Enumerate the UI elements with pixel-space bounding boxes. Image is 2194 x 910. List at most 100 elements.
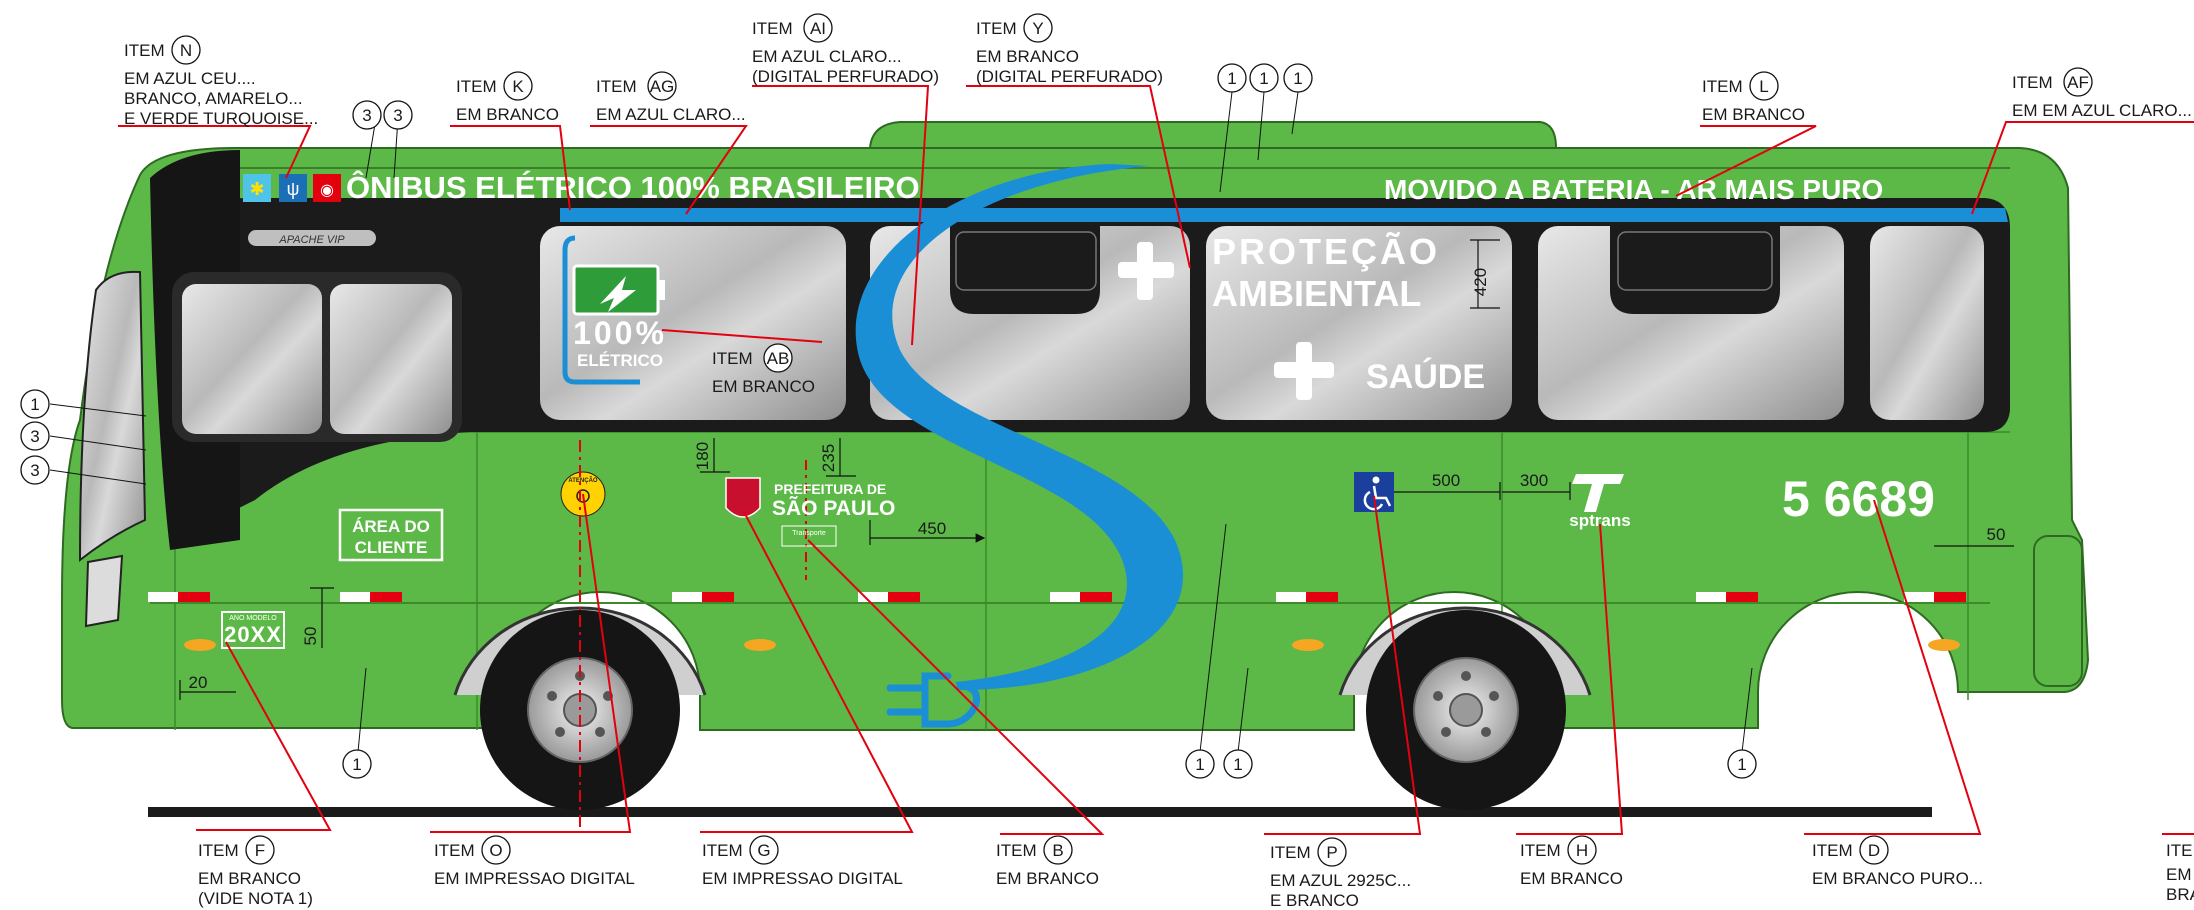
- dim-450: 450: [918, 519, 946, 538]
- item-prefix: ITEM: [976, 19, 1017, 38]
- front-door-glass-left: [182, 284, 322, 434]
- item-prefix: ITEM: [996, 841, 1037, 860]
- item-id-circle: [1859, 835, 1889, 865]
- item-prefix: ITEM: [702, 841, 743, 860]
- usb-icon: [279, 174, 307, 202]
- sptrans-text: sptrans: [1569, 511, 1630, 530]
- plug-icon: [886, 672, 980, 728]
- callout-circle: [352, 100, 382, 130]
- callout-number: 3: [393, 106, 402, 125]
- item-label-l: ITEM L EM BRANCO: [1702, 71, 1805, 124]
- callout-circle: [1249, 63, 1279, 93]
- item-id-circle: [245, 835, 275, 865]
- callout-circles: 3 3 1 1 1 1 3 3 1 1 1 1: [20, 63, 1757, 779]
- callout-circle: [1283, 63, 1313, 93]
- item-prefix: ITEM: [456, 77, 497, 96]
- dim-50-left: 50: [301, 627, 320, 646]
- callout-number: 3: [30, 461, 39, 480]
- window-5: [1870, 226, 1984, 420]
- item-desc-line: EM AZUL CLARO...: [596, 105, 746, 124]
- item-id-circle: [763, 343, 793, 373]
- item-id-circle: [1043, 835, 1073, 865]
- roof-battery-pod: [868, 121, 1558, 149]
- wheelchair-glyph: [1363, 485, 1392, 511]
- item-id-circle: [1567, 835, 1597, 865]
- item-desc-line: EM BRANCO: [198, 869, 301, 888]
- item-desc-line: (VIDE NOTA 1): [198, 889, 313, 908]
- callout-number: 1: [1195, 755, 1204, 774]
- dim-420: 420: [1471, 268, 1490, 296]
- prefeitura-crest-icon: [725, 477, 761, 518]
- item-desc-line: EM AZUL 2925C...: [1270, 871, 1411, 890]
- item-desc-line: EM AZUL CLARO...: [752, 47, 902, 66]
- sptrans-logo-icon: [1572, 474, 1624, 512]
- item-id: AI: [810, 19, 826, 38]
- model-plate-text: APACHE VIP: [278, 234, 345, 246]
- fleet-number: 5 6689: [1782, 471, 1935, 527]
- item-id: O: [489, 841, 502, 860]
- item-id-circle: [481, 835, 511, 865]
- side-marker-lights: [184, 639, 1960, 651]
- item-desc-line: EM BRANCO: [1702, 105, 1805, 124]
- dim-50-right: 50: [1987, 525, 2006, 544]
- item-label-g: ITEM G EM IMPRESSAO DIGITAL: [702, 835, 903, 888]
- ac-snowflake-glyph: ✱: [249, 179, 264, 199]
- callout-circle: [1217, 63, 1247, 93]
- item-id-circle: [503, 71, 533, 101]
- item-label-ai: ITEM AI EM AZUL CLARO...(DIGITAL PERFURADO…: [752, 13, 939, 86]
- callout-circle: [1223, 749, 1253, 779]
- battery-percent: 100%: [573, 315, 667, 351]
- blue-s-swoosh: [855, 164, 1184, 690]
- item-desc-line: EM IMPRESSAO DIGITAL: [702, 869, 903, 888]
- item-id-circle: [1749, 71, 1779, 101]
- cut-item-prefix: ITE: [2166, 841, 2192, 860]
- cut-item-label: ITE EM BRA: [2166, 841, 2194, 904]
- callout-number: 1: [1737, 755, 1746, 774]
- rear-wheel: [1338, 606, 1592, 810]
- item-id: B: [1052, 841, 1063, 860]
- item-id: G: [757, 841, 770, 860]
- battery-label: ELÉTRICO: [577, 351, 663, 370]
- item-id-circle: [647, 71, 677, 101]
- prefeitura-line2: SÃO PAULO: [772, 497, 895, 520]
- callout-leaders: [49, 91, 1753, 753]
- callout-number: 3: [362, 106, 371, 125]
- hatch-frame-2: [1617, 231, 1773, 291]
- callout-number: 1: [1293, 69, 1302, 88]
- area-cliente-box: [338, 508, 444, 562]
- item-prefix: ITEM: [1702, 77, 1743, 96]
- item-id: L: [1759, 77, 1768, 96]
- callout-circle: [342, 749, 372, 779]
- item-id-circle: [1317, 837, 1347, 867]
- item-desc-line: (DIGITAL PERFURADO): [752, 67, 939, 86]
- item-desc-line: EM BRANCO: [1520, 869, 1623, 888]
- item-prefix: ITEM: [752, 19, 793, 38]
- dim-20: 20: [189, 673, 208, 692]
- item-desc-line: BRANCO, AMARELO...: [124, 89, 303, 108]
- cut-item-line: BRA: [2166, 885, 2194, 904]
- dim-180: 180: [693, 442, 712, 470]
- protecao-line2: AMBIENTAL: [1212, 273, 1421, 314]
- area-cliente-line2: CLIENTE: [355, 538, 428, 557]
- item-desc-line: (DIGITAL PERFURADO): [976, 67, 1163, 86]
- item-id-circle: [2063, 67, 2093, 97]
- windshield: [78, 270, 147, 563]
- item-id: AG: [650, 77, 675, 96]
- roof-blue-stripe: [560, 208, 2008, 222]
- item-prefix: ITEM: [198, 841, 239, 860]
- cross-icon-protecao: [1118, 242, 1174, 300]
- lightning-icon: [600, 276, 636, 312]
- item-id: K: [512, 77, 524, 96]
- headlight: [84, 554, 124, 628]
- item-id: H: [1576, 841, 1588, 860]
- item-desc-line: E VERDE TURQUOISE...: [124, 109, 318, 128]
- dim-235: 235: [819, 444, 838, 472]
